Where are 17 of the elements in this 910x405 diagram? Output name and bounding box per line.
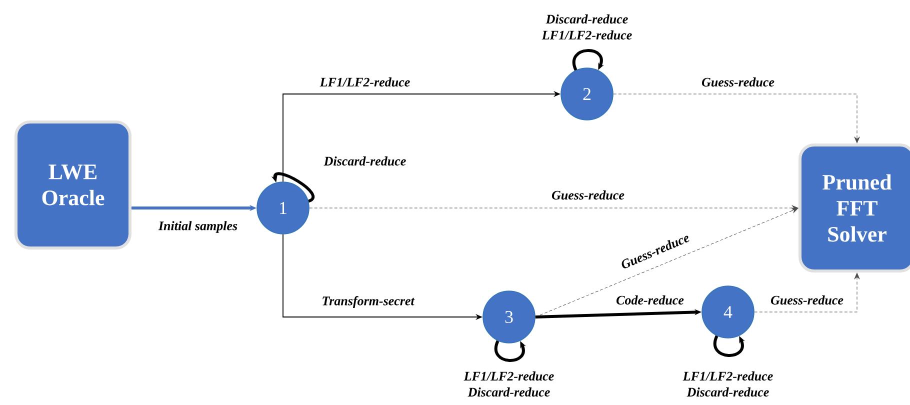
edge-label: Discard-reduce: [324, 156, 406, 166]
edge-label: LF1/LF2-reduce Discard-reduce: [682, 371, 773, 397]
arrow: [754, 272, 860, 312]
arrow: [309, 205, 798, 211]
edge-label: Transform-secret: [322, 296, 415, 308]
arrow: [572, 49, 604, 71]
process-box: Pruned FFT Solver: [798, 144, 910, 272]
edge-label: LF1/LF2-reduce Discard-reduce: [464, 371, 554, 397]
edge-label: Guess-reduce: [552, 190, 624, 200]
process-box: LWE Oracle: [14, 120, 132, 250]
edge-label: Code-reduce: [616, 295, 684, 305]
edge-label: Guess-reduce: [702, 77, 774, 87]
edge-label: Guess-reduce: [770, 295, 844, 305]
arrow: [613, 94, 860, 144]
edge-label: Initial samples: [158, 221, 238, 233]
edge-label: Discard-reduce LF1/LF2-reduce: [542, 14, 632, 40]
edge-label: LF1/LF2-reduce: [320, 77, 410, 87]
